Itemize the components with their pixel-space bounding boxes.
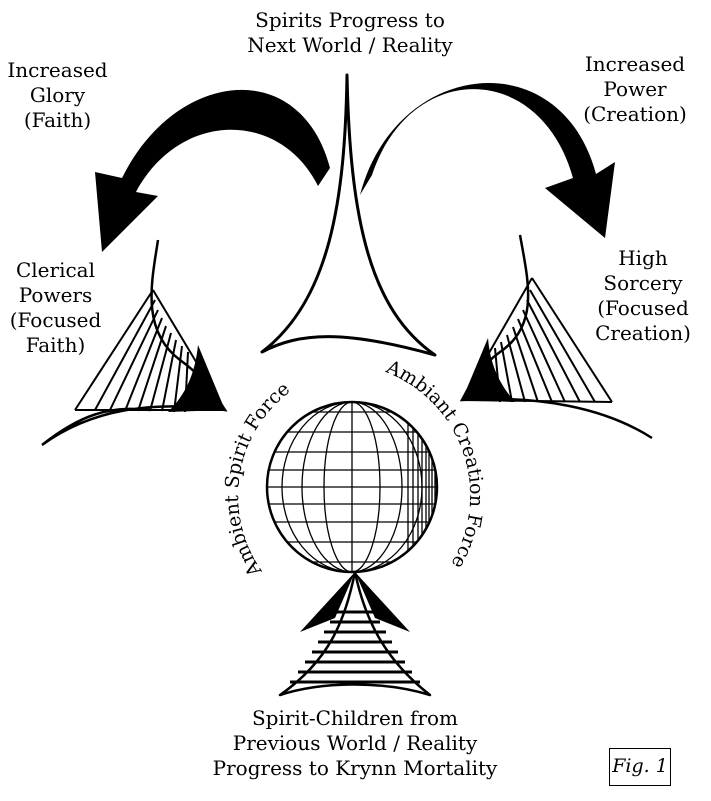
- high-sorcery-line-2: Sorcery: [603, 271, 683, 295]
- increased-power-line-3: (Creation): [583, 102, 687, 126]
- increased-power-label: Increased Power (Creation): [575, 52, 695, 127]
- high-sorcery-line-1: High: [618, 246, 668, 270]
- bottom-line-1: Spirit-Children from: [251, 706, 459, 730]
- figure-number-label: Fig. 1: [609, 748, 671, 786]
- bottom-ascending-arrow: [278, 570, 432, 697]
- top-label-line-1: Spirits Progress to: [255, 8, 445, 32]
- increased-power-line-1: Increased: [584, 52, 686, 76]
- high-sorcery-line-3: (Focused: [597, 296, 689, 320]
- bottom-line-2: Previous World / Reality: [232, 731, 478, 755]
- bottom-line-3: Progress to Krynn Mortality: [212, 756, 498, 780]
- central-ascending-arrow: [260, 73, 437, 357]
- increased-glory-line-3: (Faith): [23, 108, 92, 132]
- clerical-line-4: Faith): [25, 333, 86, 357]
- glory-curved-arrow: [95, 89, 330, 252]
- power-curved-arrow: [360, 83, 615, 238]
- increased-glory-line-2: Glory: [29, 83, 86, 107]
- sorcery-black-tip: [462, 338, 515, 402]
- high-sorcery-label: High Sorcery (Focused Creation): [588, 246, 698, 346]
- clerical-powers-label: Clerical Powers (Focused Faith): [8, 258, 103, 358]
- bottom-label: Spirit-Children from Previous World / Re…: [195, 706, 515, 781]
- top-label: Spirits Progress to Next World / Reality: [225, 8, 475, 58]
- high-sorcery-line-4: Creation): [595, 321, 691, 345]
- clerical-black-tip: [168, 345, 225, 412]
- clerical-line-1: Clerical: [15, 258, 95, 282]
- clerical-line-3: (Focused: [9, 308, 102, 332]
- clerical-line-2: Powers: [18, 283, 93, 307]
- globe: [265, 400, 439, 574]
- top-label-line-2: Next World / Reality: [247, 33, 453, 57]
- increased-glory-line-1: Increased: [7, 58, 108, 82]
- increased-glory-label: Increased Glory (Faith): [0, 58, 115, 133]
- increased-power-line-2: Power: [603, 77, 667, 101]
